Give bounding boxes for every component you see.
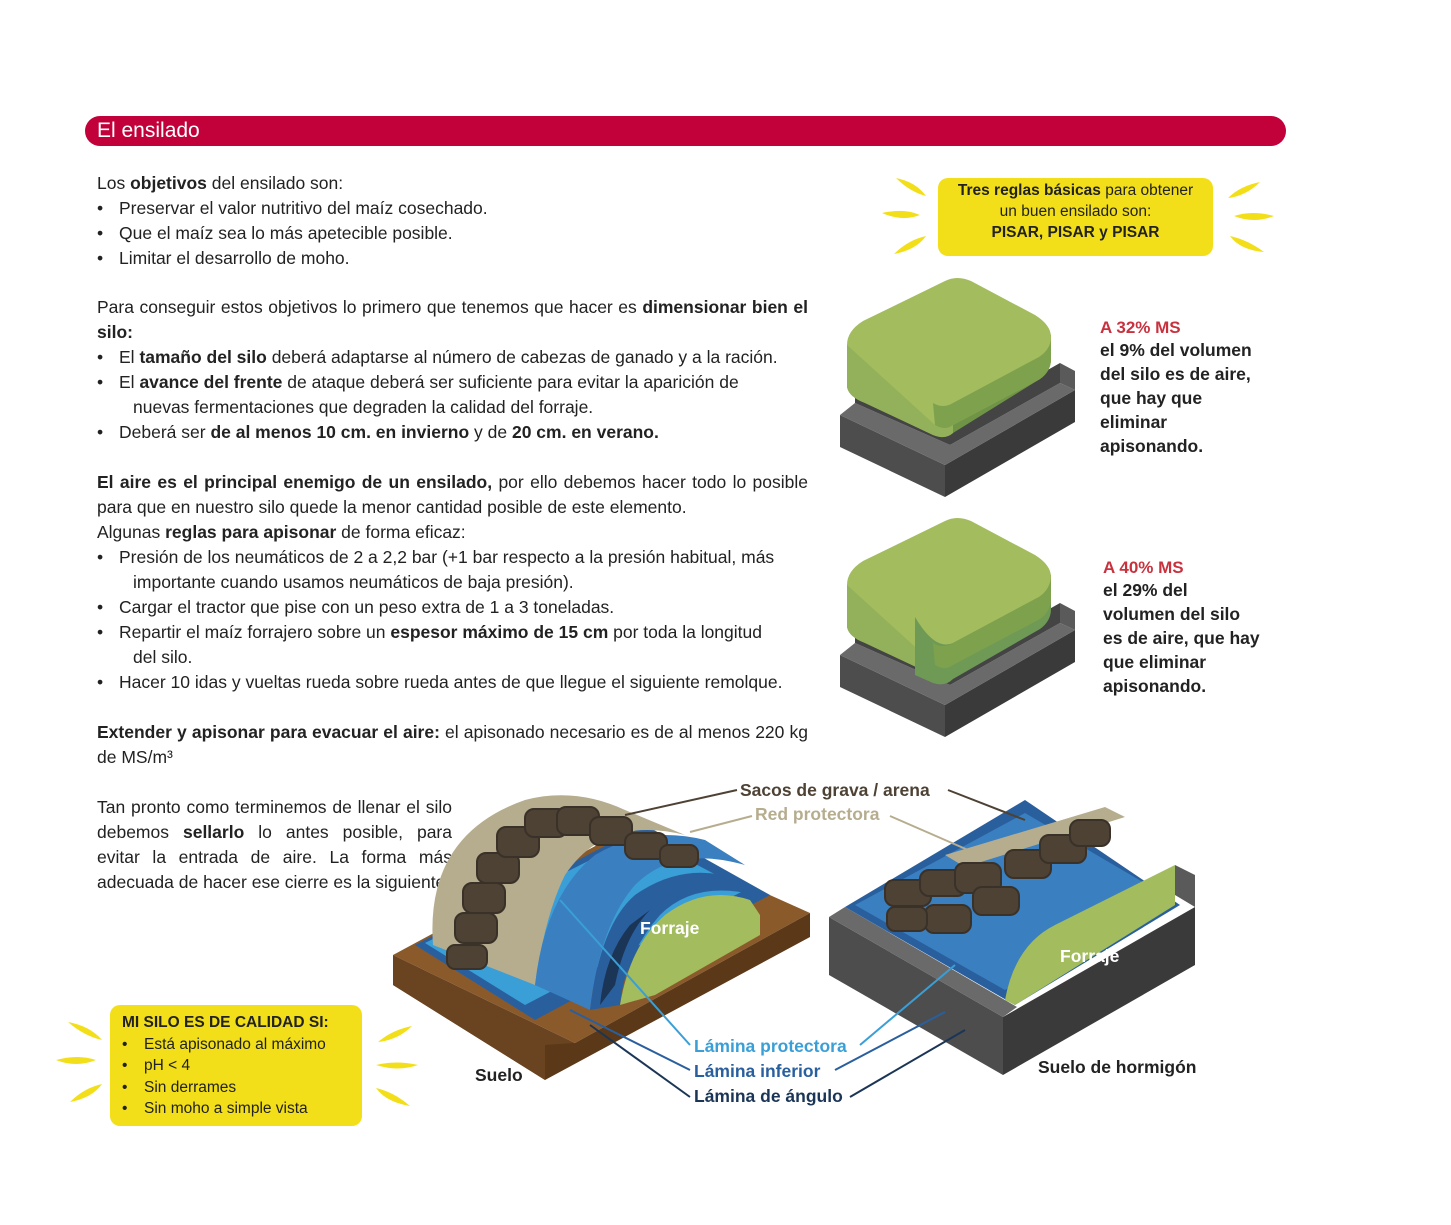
dimension-intro: Para conseguir estos objetivos lo primer… — [97, 297, 808, 342]
forraje-right-label: Forraje — [1060, 946, 1120, 966]
lamina-angulo-label: Lámina de ángulo — [694, 1086, 843, 1106]
red-protectora-label: Red protectora — [755, 804, 880, 824]
silo-block-40-illustration — [840, 518, 1075, 737]
suelo-hormigon-label: Suelo de hormigón — [1038, 1057, 1197, 1077]
list-item: Hacer 10 idas y vueltas rueda sobre rued… — [97, 670, 808, 695]
list-item: pH < 4 — [122, 1055, 362, 1077]
sacos-label: Sacos de grava / arena — [740, 780, 930, 800]
tres-reglas-callout: Tres reglas básicas para obtener un buen… — [938, 178, 1213, 256]
lamina-inferior-label: Lámina inferior — [694, 1061, 821, 1081]
objectives-list: Preservar el valor nutritivo del maíz co… — [97, 196, 808, 271]
seal-paragraph: Tan pronto como terminemos de llenar el … — [97, 797, 452, 892]
list-item: El tamaño del silo deberá adaptarse al n… — [97, 345, 808, 370]
list-item: Limitar el desarrollo de moho. — [97, 246, 808, 271]
list-item: Está apisonado al máximo — [122, 1034, 362, 1056]
calidad-callout: MI SILO ES DE CALIDAD SI: Está apisonado… — [110, 1005, 362, 1126]
dimension-block: Para conseguir estos objetivos lo primer… — [97, 295, 808, 445]
air-rules-list: Presión de los neumáticos de 2 a 2,2 bar… — [97, 545, 808, 695]
silo-block-32-illustration — [840, 278, 1075, 497]
list-item: Preservar el valor nutritivo del maíz co… — [97, 196, 808, 221]
air-block: El aire es el principal enemigo de un en… — [97, 470, 808, 695]
dimension-list: El tamaño del silo deberá adaptarse al n… — [97, 345, 808, 445]
air-rules-intro: Algunas reglas para apisonar de forma ef… — [97, 522, 466, 542]
ms32-text: A 32% MS el 9% del volumen del silo es d… — [1100, 318, 1252, 456]
list-item: Presión de los neumáticos de 2 a 2,2 bar… — [97, 545, 808, 595]
ms40-text: A 40% MS el 29% del volumen del silo es … — [1103, 558, 1260, 696]
calidad-rays — [56, 1022, 418, 1106]
list-item: Sin moho a simple vista — [122, 1098, 362, 1120]
list-item: Deberá ser de al menos 10 cm. en inviern… — [97, 420, 808, 445]
forraje-left-label: Forraje — [640, 918, 700, 938]
section-header: El ensilado — [85, 116, 1286, 146]
objectives-block: Los objetivos del ensilado son: Preserva… — [97, 171, 808, 271]
calidad-list: Está apisonado al máximo pH < 4 Sin derr… — [122, 1034, 362, 1120]
list-item: El avance del frente de ataque deberá se… — [97, 370, 808, 420]
list-item: Repartir el maíz forrajero sobre un espe… — [97, 620, 808, 670]
silo-ground-illustration — [393, 795, 810, 1080]
lamina-protectora-label: Lámina protectora — [694, 1036, 847, 1056]
air-intro: El aire es el principal enemigo de un en… — [97, 472, 808, 517]
silo-concrete-illustration — [829, 800, 1195, 1075]
suelo-label: Suelo — [475, 1065, 523, 1085]
list-item: Que el maíz sea lo más apetecible posibl… — [97, 221, 808, 246]
callout-rays — [882, 178, 1274, 254]
list-item: Cargar el tractor que pise con un peso e… — [97, 595, 808, 620]
list-item: Sin derrames — [122, 1077, 362, 1099]
objectives-intro: Los objetivos del ensilado son: — [97, 173, 344, 193]
section-title: El ensilado — [97, 119, 200, 142]
extend-paragraph: Extender y apisonar para evacuar el aire… — [97, 722, 808, 767]
